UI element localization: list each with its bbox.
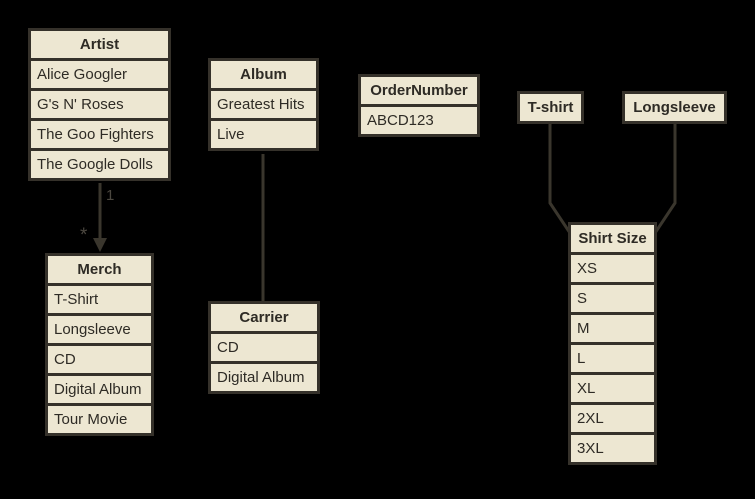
table-row: XS [571, 255, 654, 282]
album-table: Album Greatest Hits Live [208, 58, 319, 151]
table-row: Alice Googler [31, 61, 168, 88]
table-row: ABCD123 [361, 107, 477, 134]
album-table-header: Album [211, 61, 316, 88]
merch-table-header: Merch [48, 256, 151, 283]
table-row: Digital Album [48, 376, 151, 403]
arrowhead-merch-icon [93, 238, 107, 252]
table-row: G's N' Roses [31, 91, 168, 118]
table-row: Greatest Hits [211, 91, 316, 118]
table-row: The Goo Fighters [31, 121, 168, 148]
ordernumber-table-header: OrderNumber [361, 77, 477, 104]
table-row: Digital Album [211, 364, 317, 391]
table-row: 2XL [571, 405, 654, 432]
shirt-size-table: Shirt Size XS S M L XL 2XL 3XL [568, 222, 657, 465]
table-row: CD [48, 346, 151, 373]
table-row: 3XL [571, 435, 654, 462]
tshirt-node: T-shirt [517, 91, 584, 124]
connector-tshirt-shirtsize [548, 122, 578, 243]
table-row: S [571, 285, 654, 312]
artist-table-header: Artist [31, 31, 168, 58]
cardinality-one-label: 1 [106, 187, 115, 204]
table-row: CD [211, 334, 317, 361]
table-row: Live [211, 121, 316, 148]
tshirt-node-header: T-shirt [520, 94, 581, 121]
table-row: XL [571, 375, 654, 402]
artist-table: Artist Alice Googler G's N' Roses The Go… [28, 28, 171, 181]
longsleeve-node-header: Longsleeve [625, 94, 724, 121]
ordernumber-table: OrderNumber ABCD123 [358, 74, 480, 137]
table-row: M [571, 315, 654, 342]
cardinality-many-label: * [80, 225, 88, 246]
table-row: T-Shirt [48, 286, 151, 313]
table-row: Tour Movie [48, 406, 151, 433]
carrier-table-header: Carrier [211, 304, 317, 331]
shirt-size-table-header: Shirt Size [571, 225, 654, 252]
merch-table: Merch T-Shirt Longsleeve CD Digital Albu… [45, 253, 154, 436]
table-row: L [571, 345, 654, 372]
connector-longsleeve-shirtsize [647, 122, 677, 243]
longsleeve-node: Longsleeve [622, 91, 727, 124]
table-row: The Google Dolls [31, 151, 168, 178]
carrier-table: Carrier CD Digital Album [208, 301, 320, 394]
table-row: Longsleeve [48, 316, 151, 343]
